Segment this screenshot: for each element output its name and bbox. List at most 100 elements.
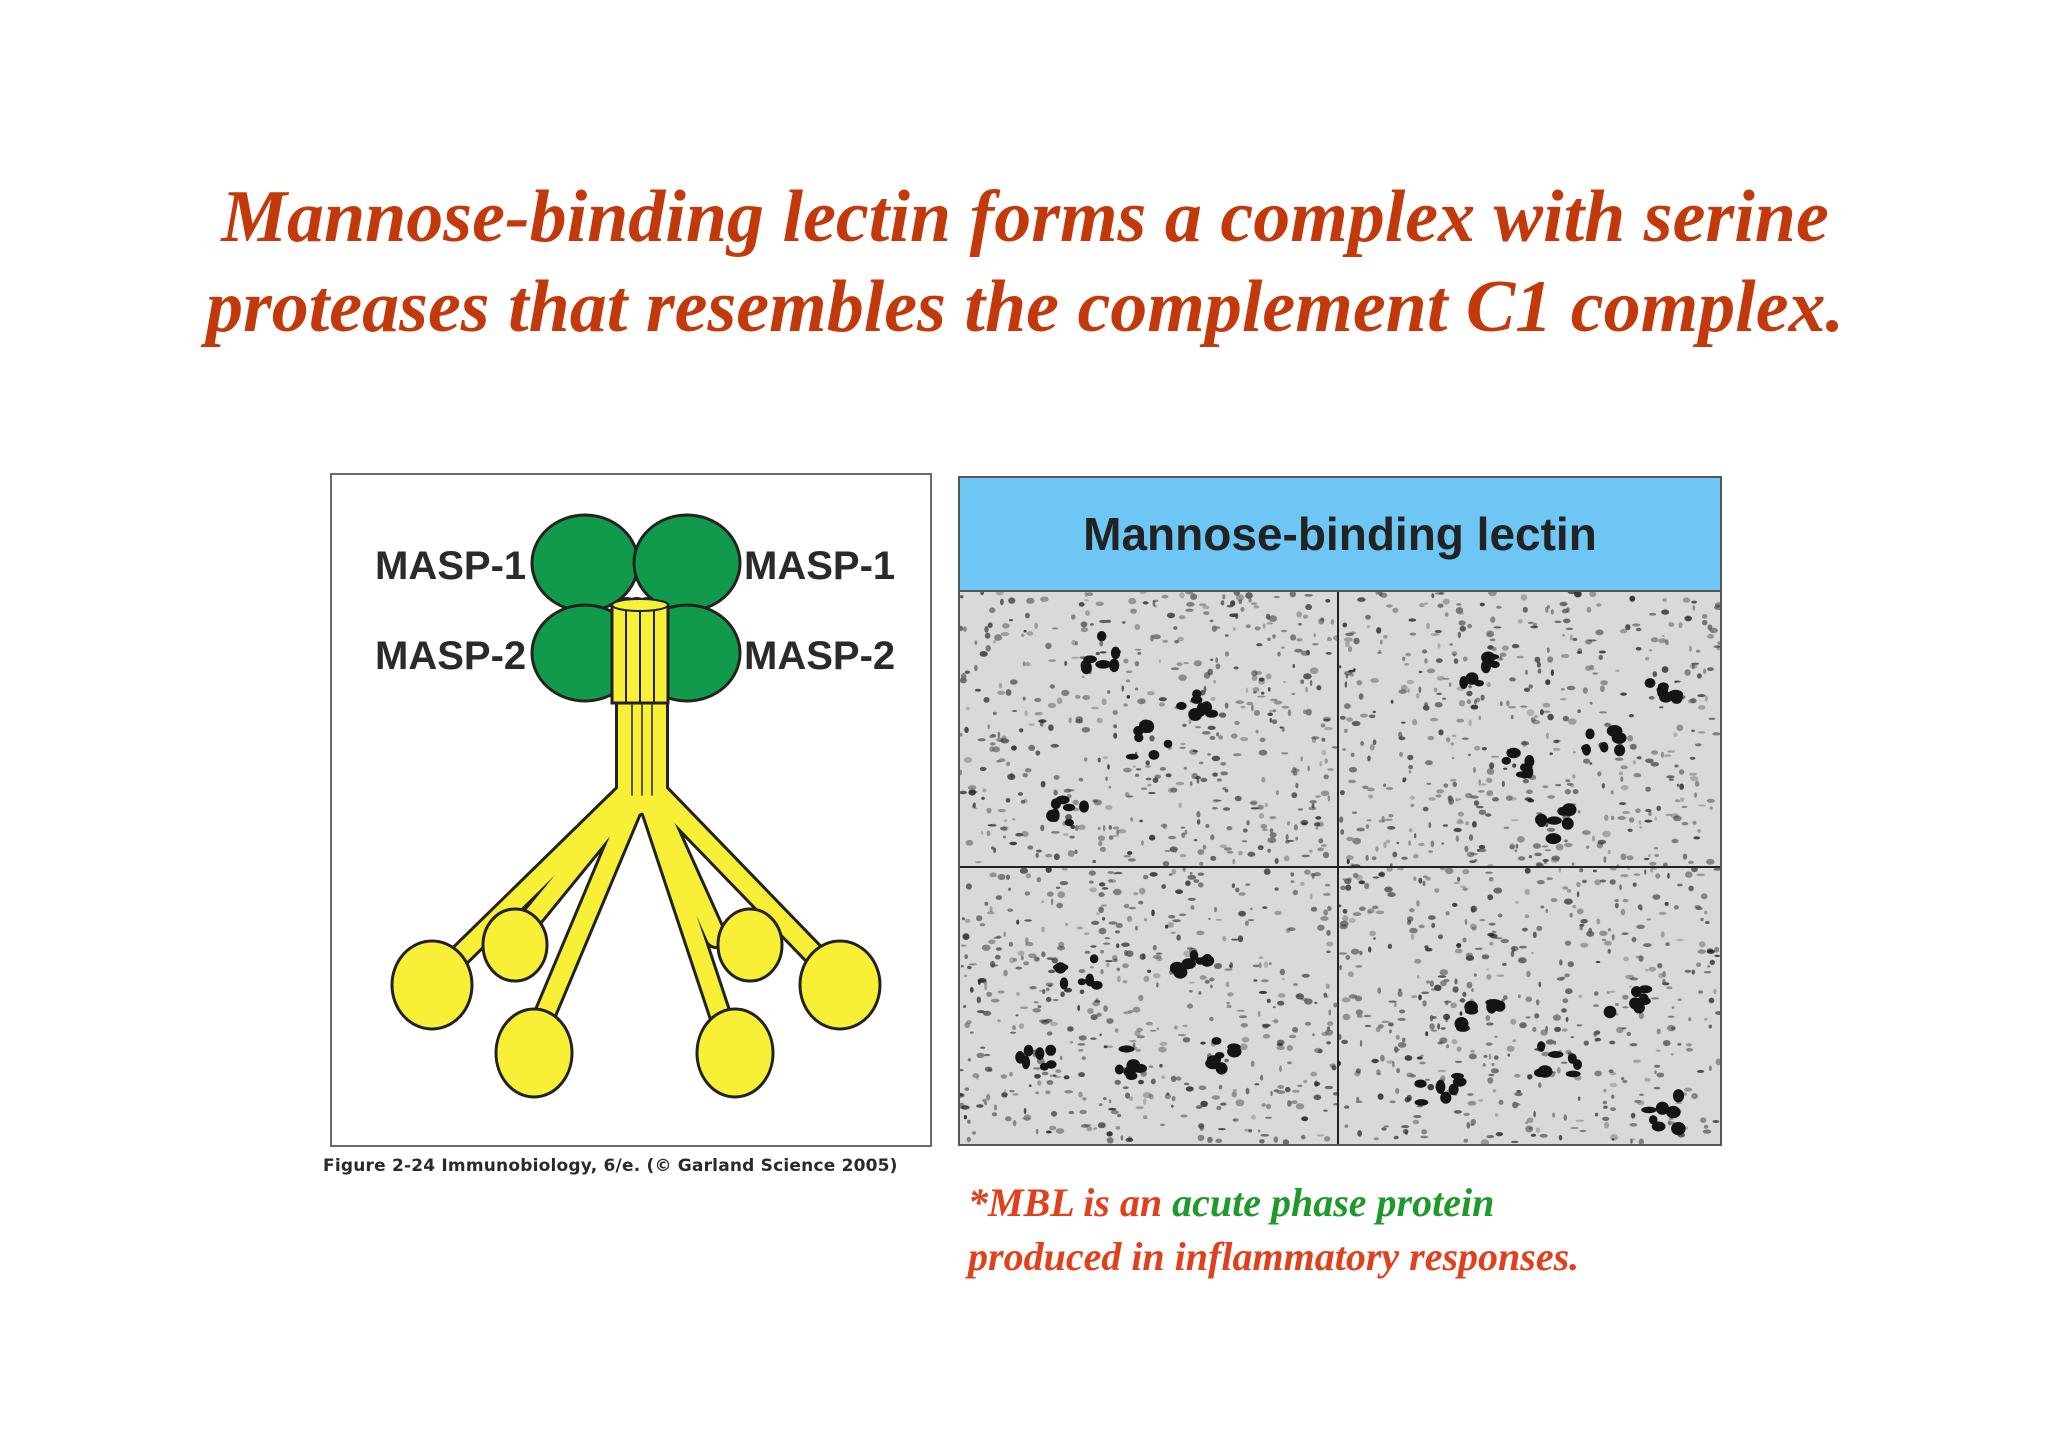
micrograph-speckle	[1235, 700, 1245, 704]
micrograph-speckle	[1717, 641, 1720, 645]
micrograph-speckle	[1576, 908, 1584, 915]
micrograph-speckle	[1301, 854, 1310, 858]
micrograph-speckle	[1372, 710, 1376, 714]
mbl-particle	[1668, 689, 1684, 699]
micrograph-speckle	[1425, 1078, 1430, 1081]
micrograph-speckle	[1509, 677, 1516, 682]
mbl-particle	[1537, 1065, 1553, 1078]
electron-micrograph-panel: Mannose-binding lectin	[958, 476, 1722, 1146]
micrograph-speckle	[1538, 981, 1542, 988]
micrograph-speckle	[1682, 597, 1691, 603]
micrograph-speckle	[1381, 1020, 1390, 1023]
micrograph-speckle	[1047, 702, 1057, 709]
micrograph-speckle	[1258, 749, 1268, 756]
micrograph-speckle	[1179, 746, 1186, 749]
micrograph-speckle	[1425, 947, 1433, 952]
micrograph-speckle	[1462, 887, 1468, 891]
micrograph-speckle	[1660, 931, 1665, 938]
mbl-particle	[1021, 1055, 1031, 1070]
mbl-particle	[1114, 1064, 1124, 1075]
micrograph-speckle	[1585, 665, 1591, 671]
micrograph-speckle	[1386, 604, 1393, 608]
micrograph-speckle	[1309, 800, 1317, 804]
micrograph-speckle	[1380, 639, 1383, 645]
micrograph-speckle	[1532, 1026, 1537, 1033]
micrograph-speckle	[1428, 797, 1436, 801]
micrograph-speckle	[1406, 1072, 1414, 1078]
micrograph-speckle	[1325, 598, 1331, 603]
micrograph-speckle	[1614, 902, 1619, 909]
micrograph-speckle	[1638, 1012, 1645, 1019]
micrograph-speckle	[1434, 592, 1443, 595]
micrograph-speckle	[1645, 758, 1654, 764]
micrograph-speckle	[988, 939, 996, 945]
micrograph-speckle	[1412, 1119, 1420, 1125]
micrograph-speckle	[1016, 919, 1020, 925]
micrograph-speckle	[974, 688, 981, 692]
micrograph-speckle	[986, 807, 992, 814]
micrograph-speckle	[1582, 830, 1591, 835]
micrograph-speckle	[1158, 697, 1167, 702]
micrograph-speckle	[1531, 951, 1534, 955]
micrograph-speckle	[1053, 775, 1060, 780]
micrograph-speckle	[1217, 778, 1222, 782]
mbl-particle	[1169, 961, 1185, 975]
micrograph-speckle	[1406, 679, 1415, 685]
micrograph-speckle	[1458, 700, 1466, 707]
micrograph-speckle	[1648, 811, 1652, 816]
micrograph-speckle	[1656, 805, 1661, 811]
micrograph-speckle	[1207, 1136, 1213, 1143]
micrograph-speckle	[1386, 1060, 1394, 1064]
micrograph-speckle	[1113, 724, 1117, 729]
micrograph-speckle	[1418, 686, 1422, 693]
micrograph-speckle	[1209, 977, 1215, 982]
micrograph-speckle	[1387, 943, 1393, 949]
micrograph-speckle	[1240, 1023, 1248, 1028]
micrograph-speckle	[1489, 941, 1494, 946]
micrograph-speckle	[1055, 1128, 1065, 1134]
micrograph-speckle	[1258, 990, 1268, 994]
micrograph-speckle	[1149, 735, 1155, 742]
micrograph-speckle	[1053, 853, 1060, 861]
micrograph-speckle	[1273, 700, 1283, 705]
micrograph-speckle	[1282, 1139, 1290, 1144]
micrograph-speckle	[1610, 1107, 1616, 1111]
micrograph-speckle	[1486, 974, 1492, 980]
micrograph-speckle	[1222, 935, 1227, 942]
micrograph-speckle	[1304, 869, 1311, 875]
micrograph-speckle	[1078, 777, 1084, 782]
micrograph-speckle	[1035, 852, 1039, 858]
micrograph-speckle	[977, 978, 987, 983]
micrograph-speckle	[1095, 998, 1099, 1001]
micrograph-speckle	[1456, 603, 1462, 606]
micrograph-speckle	[1404, 1096, 1410, 1103]
micrograph-speckle	[1034, 622, 1038, 629]
micrograph-speckle	[1122, 621, 1126, 624]
micrograph-speckle	[1152, 600, 1156, 607]
micrograph-speckle	[1684, 1087, 1693, 1092]
micrograph-speckle	[1631, 936, 1637, 943]
micrograph-speckle	[1015, 966, 1023, 970]
micrograph-speckle	[1251, 674, 1258, 681]
micrograph-speckle	[992, 823, 997, 827]
micrograph-speckle	[984, 1066, 993, 1072]
micrograph-speckle	[1237, 935, 1244, 943]
micrograph-speckle	[1715, 604, 1718, 609]
micrograph-speckle	[1340, 885, 1346, 891]
micrograph-speckle	[1537, 668, 1542, 674]
micrograph-speckle	[1326, 929, 1331, 936]
micrograph-speckle	[1359, 1039, 1363, 1047]
micrograph-speckle	[1470, 1049, 1475, 1053]
micrograph-speckle	[1238, 599, 1242, 605]
micrograph-speckle	[1572, 905, 1577, 909]
mbl-particle	[1537, 820, 1546, 828]
micrograph-speckle	[1345, 641, 1350, 647]
micrograph-speckle	[1187, 874, 1197, 880]
micrograph-speckle	[1211, 755, 1221, 762]
micrograph-speckle	[1082, 1097, 1087, 1101]
micrograph-speckle	[1132, 1042, 1136, 1048]
micrograph-speckle	[1025, 937, 1029, 944]
micrograph-speckle	[1117, 975, 1121, 983]
micrograph-speckle	[1100, 969, 1104, 975]
micrograph-speckle	[1368, 714, 1376, 719]
